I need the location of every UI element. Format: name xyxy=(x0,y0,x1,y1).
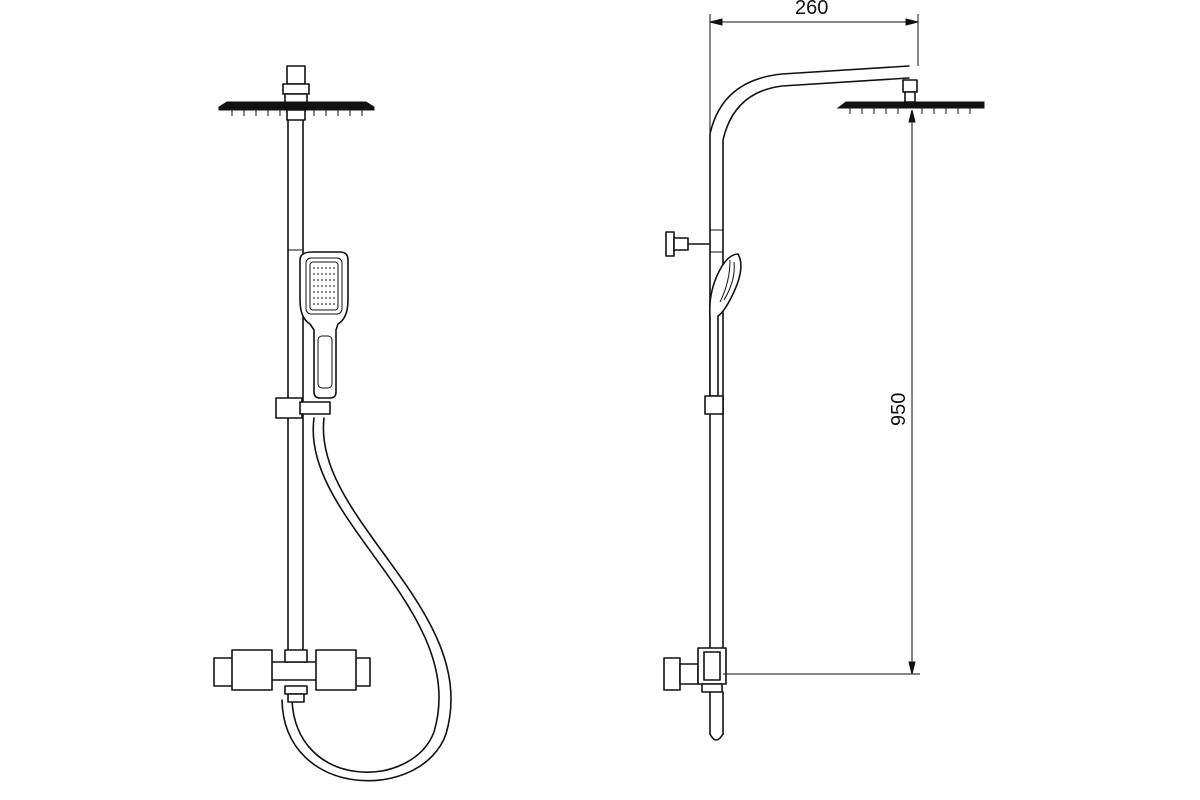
front-shower-hose xyxy=(281,417,452,782)
front-hand-shower xyxy=(299,251,349,399)
height-dimension-label: 950 xyxy=(888,393,910,426)
front-riser-pipe xyxy=(286,109,306,656)
side-mixer-valve xyxy=(663,647,727,741)
front-thermostatic-mixer xyxy=(213,649,371,703)
side-riser-and-arm xyxy=(709,65,910,649)
width-dimension-label: 260 xyxy=(795,0,828,19)
dimension-lines xyxy=(709,14,920,675)
front-rain-shower-head xyxy=(218,65,375,116)
side-hand-shower xyxy=(704,253,742,415)
side-view: 260 950 xyxy=(663,0,985,741)
front-view xyxy=(213,65,452,782)
front-slider-bracket xyxy=(275,397,331,419)
side-rain-shower-head xyxy=(836,79,985,114)
side-wall-bracket xyxy=(665,231,711,257)
